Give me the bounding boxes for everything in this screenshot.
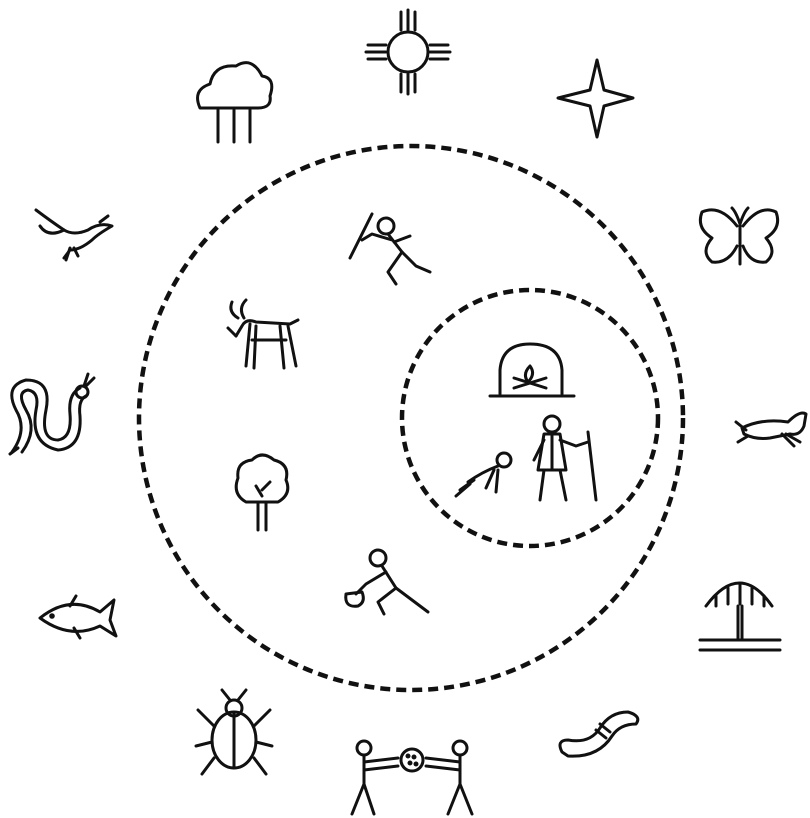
outer-ring	[139, 146, 683, 690]
bird-icon	[36, 210, 112, 260]
umbrella-tree-icon	[700, 583, 780, 650]
hunter-spear-icon	[350, 214, 430, 284]
gatherer-icon	[346, 550, 428, 614]
worm-icon	[560, 712, 638, 756]
goat-icon	[228, 300, 298, 368]
inner-ring	[402, 290, 658, 546]
tree-icon	[236, 455, 288, 530]
four-point-star-icon	[558, 60, 633, 137]
crawling-baby-icon	[456, 453, 511, 496]
two-figures-sharing-icon	[352, 741, 472, 814]
butterfly-icon	[700, 208, 777, 264]
hearth-fire-icon	[490, 344, 574, 396]
fish-icon	[40, 596, 116, 638]
snake-icon	[10, 374, 94, 454]
zia-sun-icon	[366, 10, 450, 94]
rain-cloud-icon	[198, 63, 272, 142]
beetle-icon	[196, 690, 272, 774]
elder-with-staff-icon	[534, 416, 596, 500]
running-dog-icon	[736, 413, 806, 446]
